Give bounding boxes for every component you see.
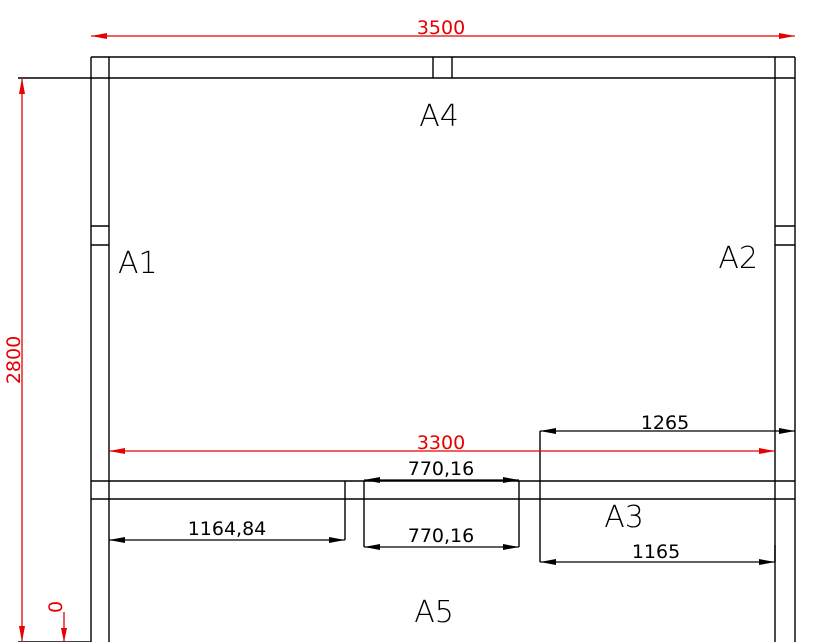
label-a1: A1 [118,246,158,281]
mid-upper-value: 770,16 [408,458,474,480]
right-lower-arrow-right [759,559,775,565]
mid-upper-arrow-left [364,477,380,483]
right-upper-arrow-left [540,428,556,434]
inner-width-arrow-left [109,448,125,454]
label-a3: A3 [604,500,644,535]
inner-width-arrow-right [759,448,775,454]
overall-width-value: 3500 [417,17,465,39]
label-a2: A2 [718,241,758,276]
mid-upper-arrow-right [503,477,519,483]
zero-mark-value: 0 [45,601,67,613]
black-dimensions: 1265 770,16 1164,84 770,16 1165 [109,412,795,565]
label-a5: A5 [414,595,454,630]
overall-height-arrow-top [19,78,25,94]
overall-width-arrow-left [91,33,107,39]
left-lower-arrow-left [109,537,125,543]
overall-height-arrow-bottom [19,626,25,642]
zero-mark-arrow [61,628,67,642]
mid-lower-arrow-right [503,544,519,550]
mid-lower-value: 770,16 [408,525,474,547]
left-lower-arrow-right [329,537,345,543]
frame-lines [18,56,796,642]
overall-width-arrow-right [779,33,795,39]
left-lower-value: 1164,84 [188,518,267,540]
overall-height-value: 2800 [3,336,25,384]
red-dimensions: 3500 3300 2800 0 [3,17,795,642]
right-upper-value: 1265 [641,412,689,434]
label-a4: A4 [419,99,459,134]
right-lower-arrow-left [540,559,556,565]
mid-lower-arrow-left [364,544,380,550]
right-upper-arrow-right [779,428,795,434]
area-labels: A4 A1 A2 A3 A5 [118,99,758,630]
right-lower-value: 1165 [632,541,680,563]
inner-width-value: 3300 [417,432,465,454]
